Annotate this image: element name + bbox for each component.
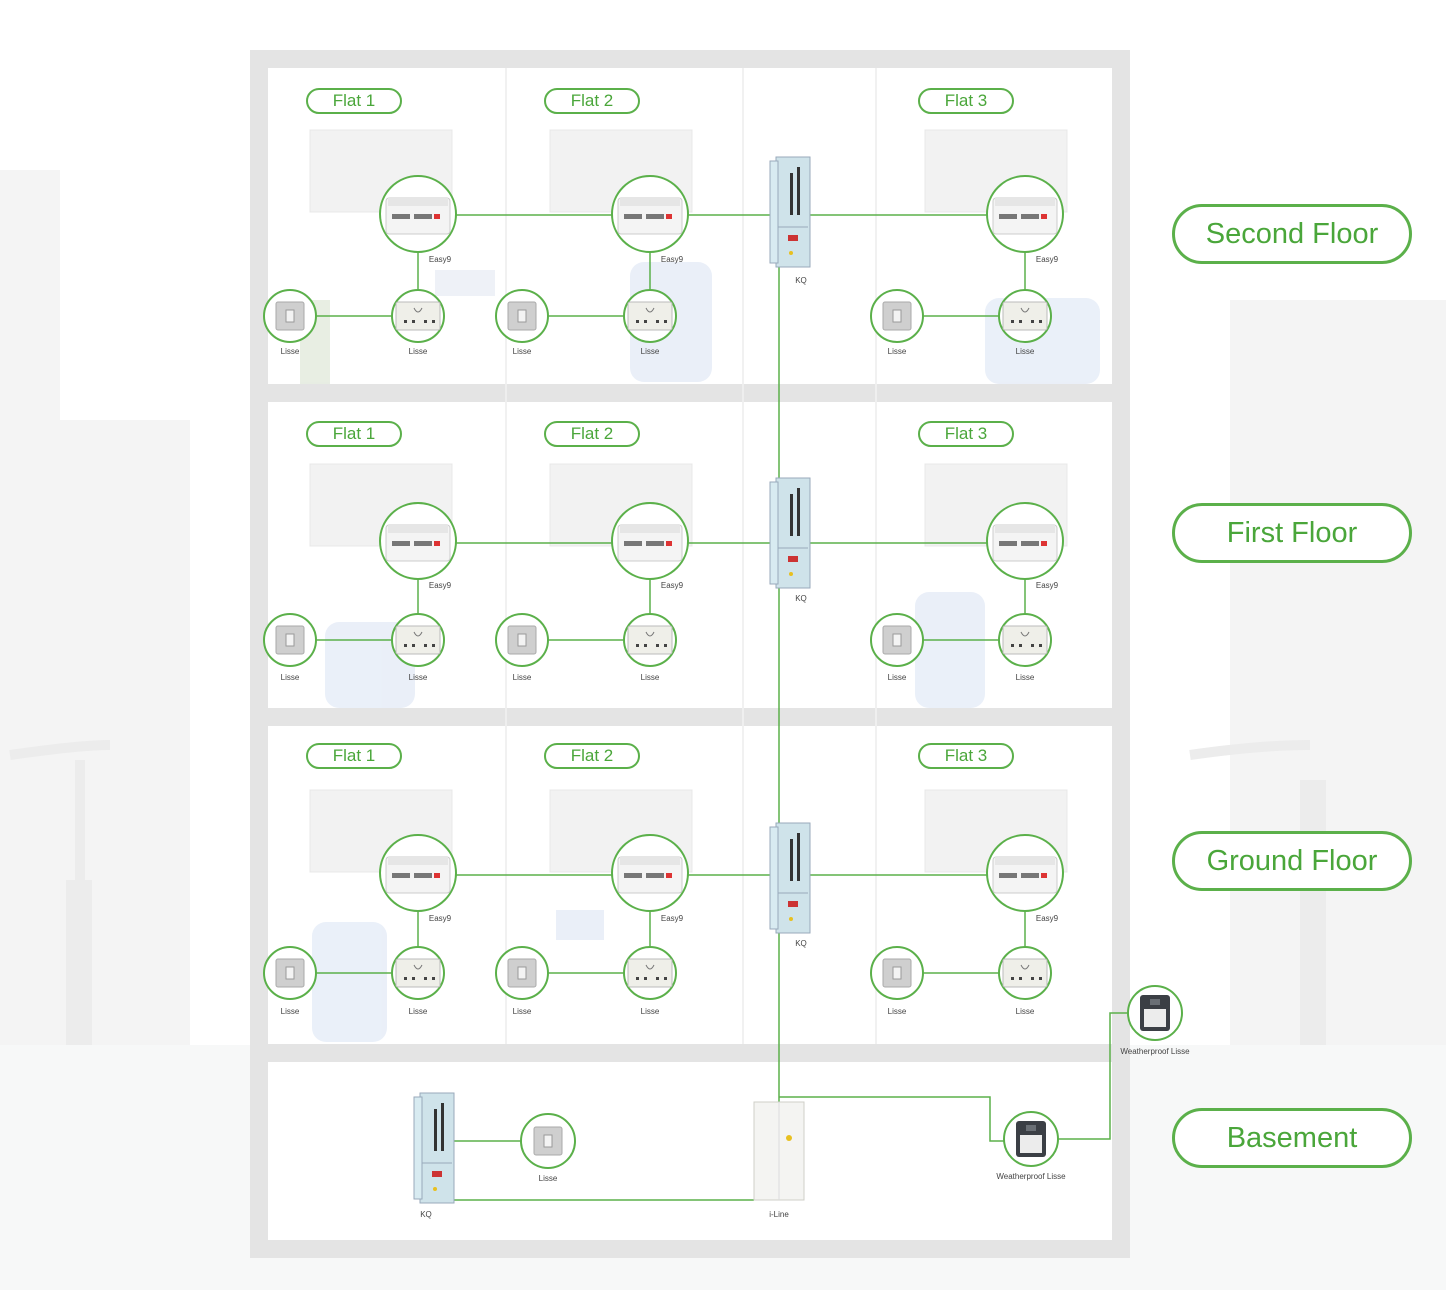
lisse-switch-label: Lisse [887,673,907,682]
lisse-switch-label: Lisse [280,1007,300,1016]
lisse-switch-ground-flat1[interactable] [263,946,317,1000]
easy9-unit-second-flat1[interactable] [379,175,457,253]
easy9-unit-first-flat3[interactable] [986,502,1064,580]
flat-label-2-second: Flat 2 [544,88,640,114]
easy9-label: Easy9 [660,581,684,590]
easy9-label: Easy9 [660,255,684,264]
kq-panel-basement[interactable] [413,1092,455,1204]
easy9-unit-ground-flat2[interactable] [611,834,689,912]
feed-weatherproof-external [1057,1012,1128,1140]
lisse-switch-first-flat3[interactable] [870,613,924,667]
floor-label-ground: Ground Floor [1172,831,1412,891]
lisse-socket-second-flat2[interactable] [623,289,677,343]
lisse-socket-ground-flat3[interactable] [998,946,1052,1000]
lisse-socket-label: Lisse [408,347,428,356]
kq-panel-ground[interactable] [769,822,811,934]
lisse-socket-first-flat2[interactable] [623,613,677,667]
easy9-label: Easy9 [1035,581,1059,590]
lisse-socket-label: Lisse [408,1007,428,1016]
easy9-unit-ground-flat3[interactable] [986,834,1064,912]
flat-label-1-first: Flat 1 [306,421,402,447]
lisse-socket-second-flat3[interactable] [998,289,1052,343]
kq-panel-first[interactable] [769,477,811,589]
lisse-switch-label: Lisse [280,347,300,356]
lisse-socket-label: Lisse [1015,347,1035,356]
easy9-unit-first-flat2[interactable] [611,502,689,580]
easy9-label: Easy9 [428,255,452,264]
flat-label-3-second: Flat 3 [918,88,1014,114]
lisse-switch-ground-flat2[interactable] [495,946,549,1000]
lisse-switch-second-flat2[interactable] [495,289,549,343]
lisse-switch-second-flat3[interactable] [870,289,924,343]
easy9-unit-second-flat2[interactable] [611,175,689,253]
weatherproof-label-basement: Weatherproof Lisse [996,1172,1066,1181]
lisse-socket-ground-flat2[interactable] [623,946,677,1000]
flat-label-3-first: Flat 3 [918,421,1014,447]
floor-basement-room [268,1062,1112,1240]
lisse-socket-label: Lisse [640,347,660,356]
lisse-switch-first-flat1[interactable] [263,613,317,667]
lisse-socket-label: Lisse [1015,673,1035,682]
easy9-label: Easy9 [1035,914,1059,923]
lisse-socket-label: Lisse [1015,1007,1035,1016]
lisse-switch-label: Lisse [280,673,300,682]
easy9-label: Easy9 [1035,255,1059,264]
weatherproof-socket-external[interactable] [1127,985,1183,1041]
easy9-label: Easy9 [428,914,452,923]
lisse-socket-label: Lisse [408,673,428,682]
lisse-switch-first-flat2[interactable] [495,613,549,667]
easy9-unit-ground-flat1[interactable] [379,834,457,912]
kq-label: KQ [795,939,807,948]
weatherproof-socket-basement[interactable] [1003,1111,1059,1167]
iline-label: i-Line [769,1210,789,1219]
lisse-switch-label: Lisse [512,673,532,682]
lisse-socket-label: Lisse [640,1007,660,1016]
kq-label: KQ [795,594,807,603]
lisse-switch-label: Lisse [887,347,907,356]
weatherproof-label-external: Weatherproof Lisse [1120,1047,1190,1056]
easy9-unit-first-flat1[interactable] [379,502,457,580]
lisse-socket-first-flat1[interactable] [391,613,445,667]
flat-label-2-ground: Flat 2 [544,743,640,769]
flat-label-2-first: Flat 2 [544,421,640,447]
iline-busbar-unit[interactable] [753,1101,805,1201]
lisse-switch-label: Lisse [512,1007,532,1016]
floor-label-basement: Basement [1172,1108,1412,1168]
easy9-label: Easy9 [660,914,684,923]
flat-label-1-second: Flat 1 [306,88,402,114]
lisse-switch-label: Lisse [512,347,532,356]
kq-panel-second[interactable] [769,156,811,268]
lisse-socket-ground-flat1[interactable] [391,946,445,1000]
lisse-switch-basement[interactable] [520,1113,576,1169]
lisse-switch-label: Lisse [887,1007,907,1016]
basement-lisse-label: Lisse [538,1174,558,1183]
city-background [0,170,1446,1290]
lisse-socket-second-flat1[interactable] [391,289,445,343]
easy9-label: Easy9 [428,581,452,590]
lisse-socket-first-flat3[interactable] [998,613,1052,667]
floor-label-first: First Floor [1172,503,1412,563]
easy9-unit-second-flat3[interactable] [986,175,1064,253]
floor-label-second: Second Floor [1172,204,1412,264]
flat-label-3-ground: Flat 3 [918,743,1014,769]
lisse-switch-second-flat1[interactable] [263,289,317,343]
kq-label: KQ [795,276,807,285]
lisse-switch-ground-flat3[interactable] [870,946,924,1000]
flat-label-1-ground: Flat 1 [306,743,402,769]
feed-weatherproof-basement [779,1096,1005,1142]
basement-kq-label: KQ [420,1210,432,1219]
lisse-socket-label: Lisse [640,673,660,682]
